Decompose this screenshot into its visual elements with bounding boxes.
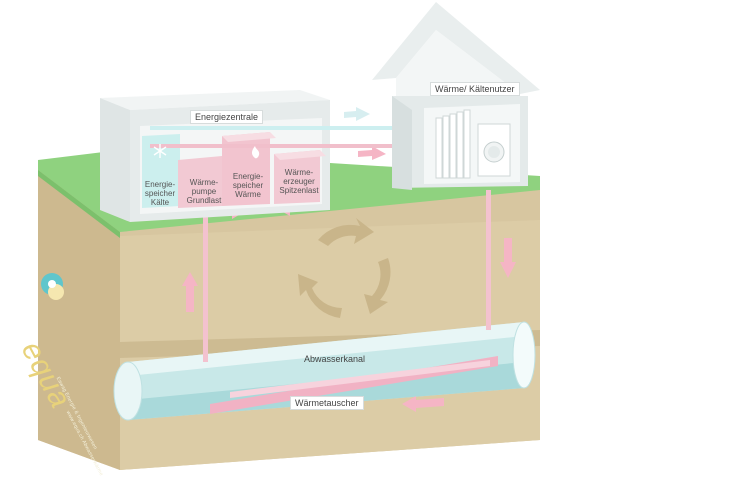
equa-logo — [41, 273, 64, 300]
cold-storage-tank — [142, 134, 180, 208]
consumer-house — [372, 2, 540, 190]
energy-center-label: Energiezentrale — [190, 110, 264, 125]
heat-exchanger-label: Wärmetauscher — [290, 396, 364, 411]
flow-arrow-icon — [344, 107, 370, 121]
radiator-icon — [435, 109, 471, 179]
peak-generator-box — [274, 150, 320, 204]
heat-cold-consumer-label: Wärme/ Kältenutzer — [430, 82, 520, 97]
sewer-channel-label: Abwasserkanal — [304, 354, 366, 364]
vertical-pipes — [203, 190, 491, 362]
heat-pump-box — [178, 156, 222, 208]
sewer-pipe — [113, 321, 536, 421]
snowflake-icon — [153, 144, 167, 158]
flame-icon — [251, 146, 260, 159]
heat-pump-label: Wärme- pumpe Grundlast — [186, 178, 222, 206]
washing-machine-icon — [477, 123, 511, 177]
cycle-arrows-icon — [298, 218, 391, 318]
energy-center-building — [100, 90, 412, 222]
peak-generator-label: Wärme- erzeuger Spitzenlast — [279, 168, 319, 196]
heat-storage-label: Energie- speicher Wärme — [232, 172, 264, 200]
cold-storage-label: Energie- speicher Kälte — [144, 180, 176, 208]
